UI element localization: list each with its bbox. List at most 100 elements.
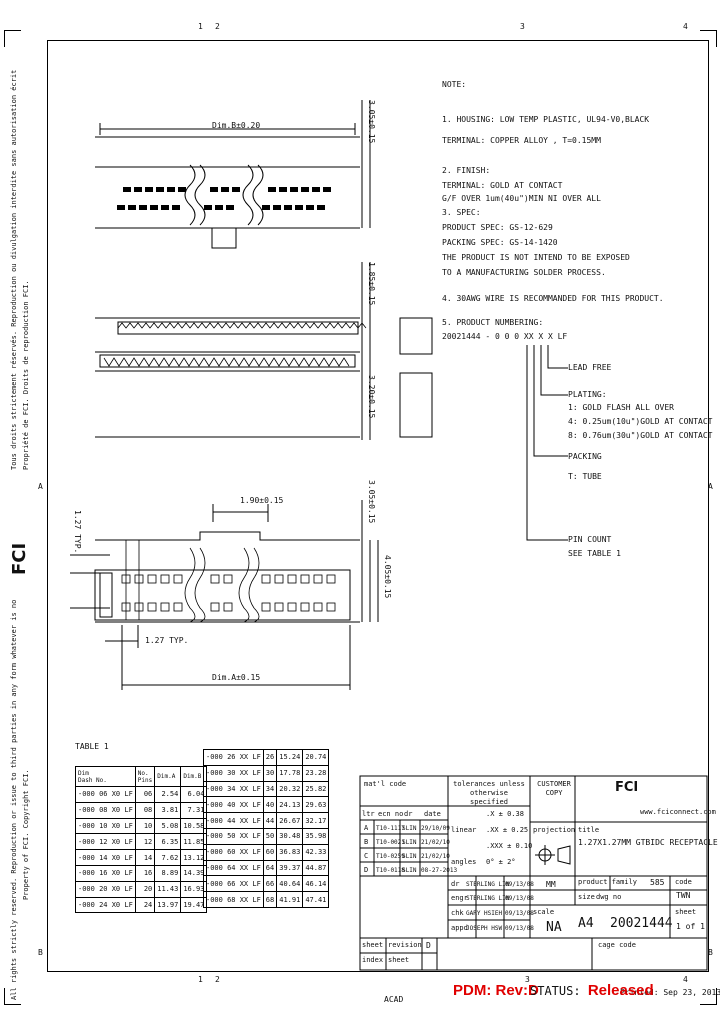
note-line-6: 3. SPEC: xyxy=(442,208,481,217)
table-cell: 20.32 xyxy=(276,780,304,798)
table-cell: 66 xyxy=(262,875,278,893)
tb-appd-label: appd xyxy=(451,924,468,932)
dim-b-label: Dim.B±0.20 xyxy=(212,121,261,130)
zone-mark-bottom-4: 4 xyxy=(683,975,688,984)
table-cell: 40.64 xyxy=(276,875,304,893)
table-cell: -000 66 XX LF xyxy=(203,875,264,893)
tb-rev-b-dr: SLIN xyxy=(402,839,417,846)
tb-projection-label: projection xyxy=(533,826,576,834)
table-cell: 25.82 xyxy=(302,780,330,798)
table-cell: 5.08 xyxy=(154,817,182,835)
table-cell: 23.28 xyxy=(302,764,330,782)
dim-pitch-vertical: 1.27 TYP. xyxy=(73,510,82,554)
tb-sheet-rev-label-2: revision xyxy=(388,941,422,949)
table-cell: 42.33 xyxy=(302,843,330,861)
table-cell: 20 xyxy=(134,880,156,898)
note-line-1: 1. HOUSING: LOW TEMP PLASTIC, UL94-V0,BL… xyxy=(442,115,650,124)
tb-rev-header-ltr: ltr xyxy=(362,810,375,818)
table-cell: 24.13 xyxy=(276,796,304,814)
zone-mark-bottom-1: 1 xyxy=(198,975,203,984)
tb-rev-a-ecn: T10-1117 xyxy=(376,825,405,832)
tb-sheet: 1 of 1 xyxy=(676,922,705,931)
tb-rev-d-ecn: T10-0118 xyxy=(376,867,405,874)
tb-appd-date: 09/13/08 xyxy=(505,925,534,932)
tb-rev-b-ltr: B xyxy=(364,838,369,846)
tb-fci-logo: FCI xyxy=(615,780,639,795)
numbering-packing-title: PACKING xyxy=(568,452,602,461)
table-cell: -000 16 X0 LF xyxy=(75,864,136,882)
table-cell: 30.48 xyxy=(276,827,304,845)
dim-190: 1.90±0.15 xyxy=(240,496,284,505)
tb-rev-d-dr: SLIN xyxy=(402,867,417,874)
corner-mark-bl xyxy=(4,988,21,1005)
table-cell: -000 30 XX LF xyxy=(203,764,264,782)
zone-mark-top-2: 2 xyxy=(215,22,220,31)
tb-engr-label: engr xyxy=(451,894,468,902)
tb-tolerances: tolerances unless otherwise specified xyxy=(453,780,525,806)
zone-mark-right-b: B xyxy=(708,948,713,957)
pdm-rev: PDM: Rev:D xyxy=(453,982,539,999)
tb-sheet-rev-label-4: sheet xyxy=(388,956,410,964)
tb-size-label: size xyxy=(578,893,595,901)
zone-mark-top-1: 1 xyxy=(198,22,203,31)
table-cell: 2.54 xyxy=(154,786,182,803)
tb-rev-c-date: 21/02/10 xyxy=(421,853,450,860)
table-cell: 6.35 xyxy=(154,833,182,851)
tb-customer-copy: CUSTOMER COPY xyxy=(537,780,571,797)
note-line-7: PRODUCT SPEC: GS-12-629 xyxy=(442,223,553,232)
notes-title: NOTE: xyxy=(442,80,467,89)
zone-mark-left-b: B xyxy=(38,948,43,957)
zone-mark-bottom-2: 2 xyxy=(215,975,220,984)
table-cell: 40 xyxy=(262,796,278,814)
status-label: STATUS: xyxy=(530,984,581,998)
table-cell: 17.78 xyxy=(276,764,304,782)
status-value: Released xyxy=(587,982,654,999)
table-cell: 50 xyxy=(262,827,278,845)
table-cell: -000 12 X0 LF xyxy=(75,833,136,851)
tb-rev-a-date: 29/10/09 xyxy=(421,825,450,832)
table-cell: 60 xyxy=(262,843,278,861)
numbering-plating-8: 8: 0.76um(30u")GOLD AT CONTACT xyxy=(568,431,713,440)
dim-height-top: 3.05±0.15 xyxy=(367,100,376,144)
table1-header-dim-b: Dim.B xyxy=(180,766,208,787)
note-line-8: PACKING SPEC: GS-14-1420 xyxy=(442,238,558,247)
tb-appd-name: JOSEPH HSW xyxy=(466,925,503,932)
note-line-3: 2. FINISH: xyxy=(442,166,491,175)
table-cell: 8.89 xyxy=(154,864,182,882)
numbering-see-table: SEE TABLE 1 xyxy=(568,549,621,558)
tb-tol-1: .X ± 0.38 xyxy=(486,810,524,818)
note-line-13: 20021444 - 0 0 0 XX X X LF xyxy=(442,332,568,341)
table-cell: 12 xyxy=(134,833,156,851)
numbering-plating-title: PLATING: xyxy=(568,390,607,399)
corner-mark-tl xyxy=(4,30,21,47)
tb-dr-name: STERLING LIN xyxy=(466,881,510,888)
tb-website: www.fciconnect.com xyxy=(640,808,716,816)
table-cell: 10 xyxy=(134,817,156,835)
note-line-2: TERMINAL: COPPER ALLOY , T=0.15MM xyxy=(442,136,601,145)
table-cell: 15.24 xyxy=(276,749,304,766)
tb-units: MM xyxy=(546,880,556,889)
tb-rev-header-date: date xyxy=(424,810,441,818)
tb-rev: D xyxy=(426,941,431,950)
dim-pitch-bottom: 1.27 TYP. xyxy=(145,636,189,645)
tb-rev-c-dr: SLIN xyxy=(402,853,417,860)
table-cell: 14 xyxy=(134,849,156,866)
table-cell: -000 06 X0 LF xyxy=(75,786,136,803)
table-cell: 44 xyxy=(262,812,278,829)
zone-mark-top-3: 3 xyxy=(520,22,525,31)
table-cell: 44.87 xyxy=(302,859,330,877)
tb-code: TWN xyxy=(676,891,691,900)
table-cell: -000 26 XX LF xyxy=(203,749,264,766)
dim-height-side-2: 3.20±0.15 xyxy=(367,375,376,419)
table-cell: -000 20 X0 LF xyxy=(75,880,136,898)
